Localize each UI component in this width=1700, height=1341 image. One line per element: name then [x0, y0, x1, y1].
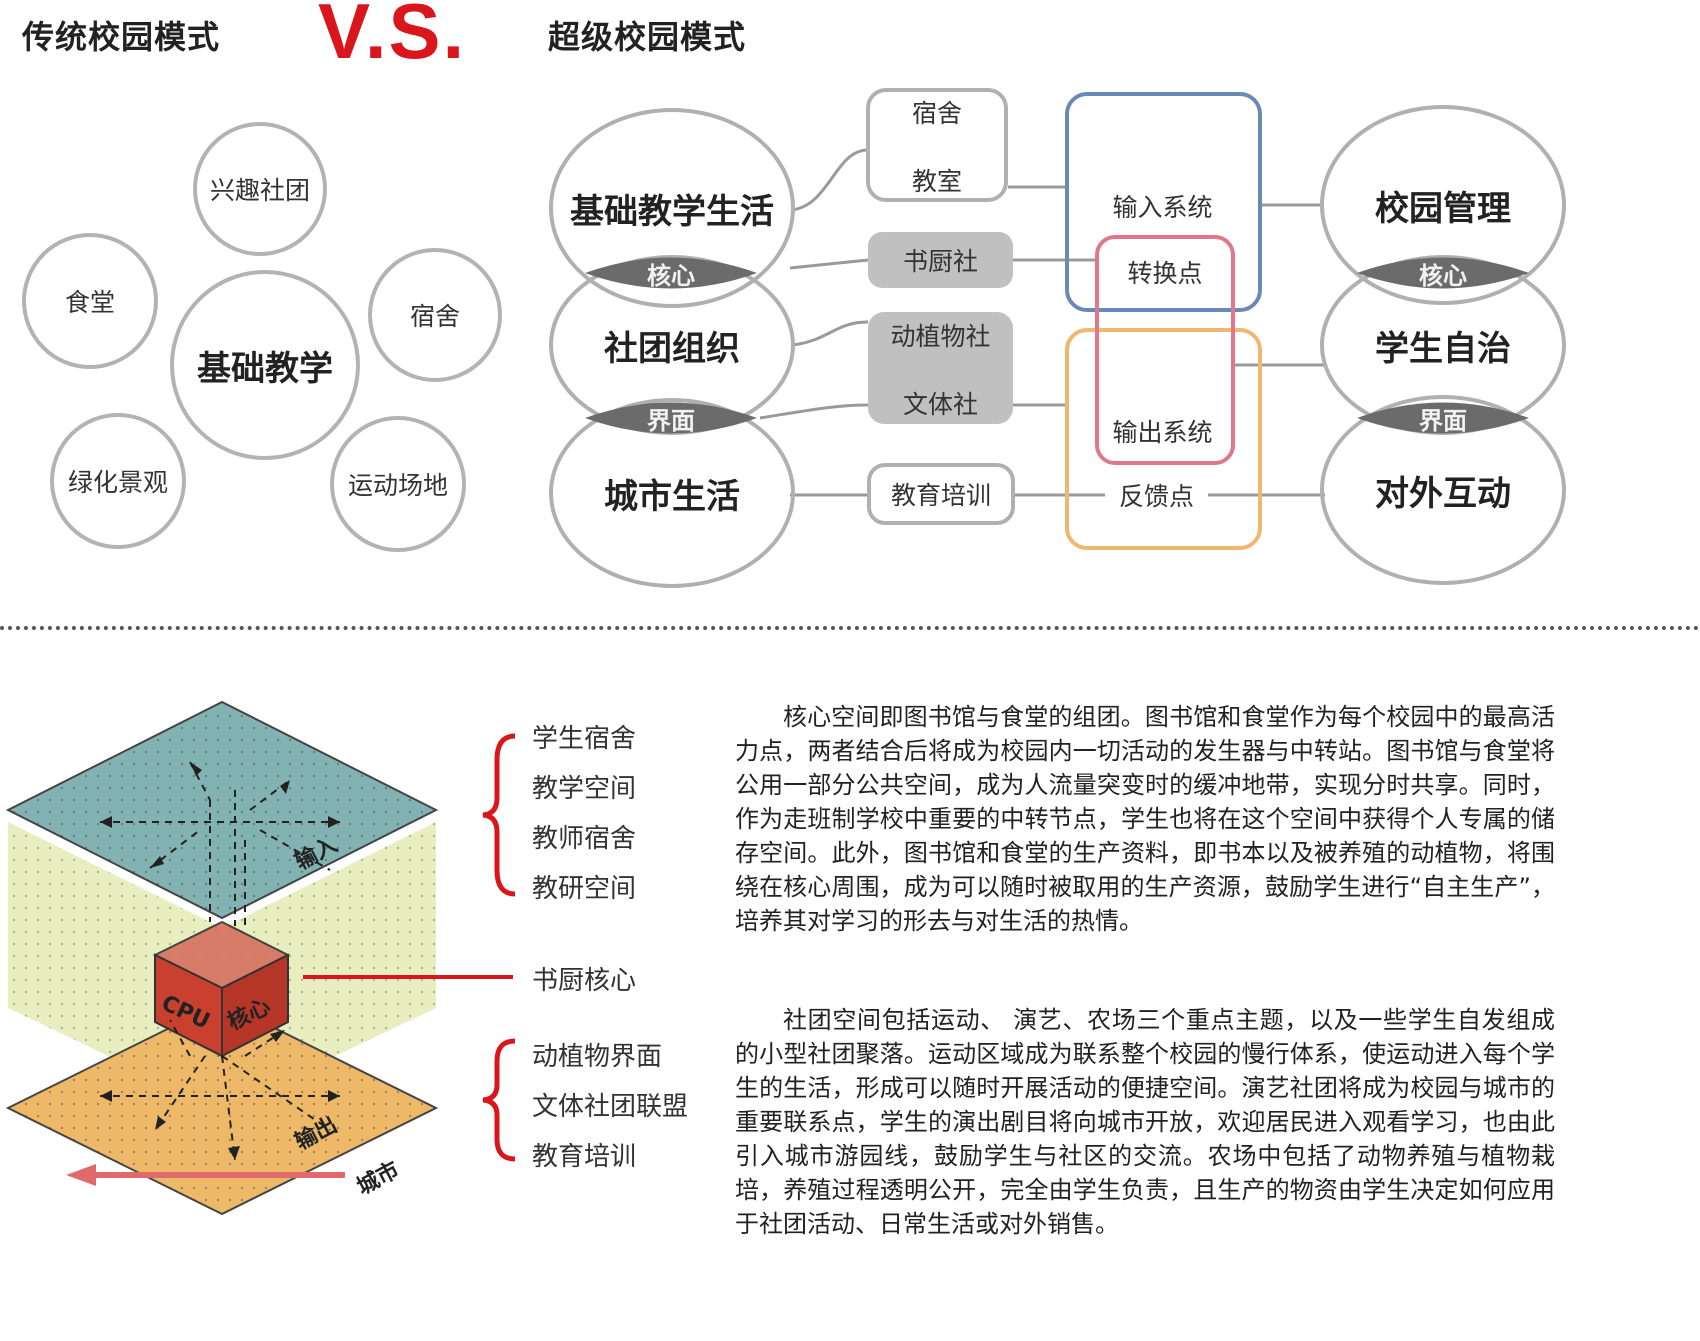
box-book-kitchen-club: 书厨社 [868, 232, 1013, 288]
core-pointer-line [303, 975, 513, 979]
lens-core-left [585, 257, 757, 289]
node-basic-teaching-life: 基础教学生活 [549, 108, 795, 308]
input-plane-dots [8, 702, 436, 918]
satellite-bubble: 兴趣社团 [193, 122, 327, 256]
node-external-interaction: 对外互动 [1320, 395, 1566, 585]
legend-core: 书厨核心 [532, 966, 637, 996]
description-club: 社团空间包括运动、 演艺、农场三个重点主题，以及一些学生自发组成的小型社团聚落。… [735, 1003, 1555, 1241]
output-system-box [1065, 328, 1262, 550]
conversion-box [1095, 235, 1235, 465]
center-bubble: 基础教学 [170, 270, 360, 460]
connector-lines [759, 148, 1325, 497]
legend-research-space: 教研空间 [532, 874, 637, 904]
legend-club-alliance: 文体社团联盟 [532, 1092, 689, 1122]
label-output-system: 输出系统 [1112, 418, 1213, 447]
lens-interface-left [585, 402, 757, 434]
tag-core-left: 核心 [647, 261, 695, 290]
label-input-system: 输入系统 [1112, 193, 1213, 222]
satellite-bubble: 运动场地 [330, 416, 466, 552]
box-clubs [868, 312, 1013, 424]
label-classroom: 教室 [911, 167, 962, 196]
section-divider [0, 626, 1700, 630]
paragraph-club-space: 社团空间包括运动、 演艺、农场三个重点主题，以及一些学生自发组成的小型社团聚落。… [735, 1006, 1555, 1238]
label-conversion-point: 转换点 [1127, 259, 1203, 288]
input-system-box [1065, 92, 1262, 312]
label-culture-sport-club: 文体社 [902, 390, 978, 419]
tag-core-right: 核心 [1419, 261, 1467, 290]
cube-right [221, 953, 289, 1058]
super-campus-title: 超级校园模式 [548, 18, 747, 56]
lens-interface-right [1357, 402, 1529, 434]
legend-teaching-space: 教学空间 [532, 774, 637, 804]
bracket-output [482, 1038, 516, 1162]
node-student-autonomy: 学生自治 [1320, 255, 1566, 435]
paragraph-core-space: 核心空间即图书馆与食堂的组团。图书馆和食堂作为每个校园中的最高活力点，两者结合后… [735, 703, 1555, 935]
satellite-bubble: 宿舍 [368, 248, 502, 382]
label-dorm: 宿舍 [911, 99, 962, 128]
satellite-bubble: 食堂 [22, 233, 158, 369]
tag-interface-right: 界面 [1419, 406, 1467, 435]
tag-interface-left: 界面 [647, 406, 695, 435]
isometric-diagram: CPU 核心 输入 输出 城市 [5, 700, 439, 1216]
city-label: 城市 [353, 1157, 404, 1201]
legend-plant-animal-interface: 动植物界面 [532, 1042, 663, 1072]
label-feedback-point: 反馈点 [1105, 475, 1208, 515]
node-city-life: 城市生活 [549, 398, 795, 588]
legend-student-dorm: 学生宿舍 [532, 724, 637, 754]
label-plant-animal-club: 动植物社 [890, 322, 991, 351]
traditional-campus-title: 传统校园模式 [22, 18, 221, 56]
vs-label: V.S. [318, 0, 467, 75]
description-core: 核心空间即图书馆与食堂的组团。图书馆和食堂作为每个校园中的最高活力点，两者结合后… [735, 700, 1555, 938]
box-education-training: 教育培训 [867, 463, 1015, 525]
box-dorm-classroom [866, 88, 1008, 202]
legend-teacher-dorm: 教师宿舍 [532, 824, 637, 854]
lens-core-right [1357, 257, 1529, 289]
bracket-input [482, 733, 516, 897]
legend-education-training: 教育培训 [532, 1142, 637, 1172]
output-plane-dots [8, 1002, 436, 1214]
satellite-bubble: 绿化景观 [50, 413, 186, 549]
